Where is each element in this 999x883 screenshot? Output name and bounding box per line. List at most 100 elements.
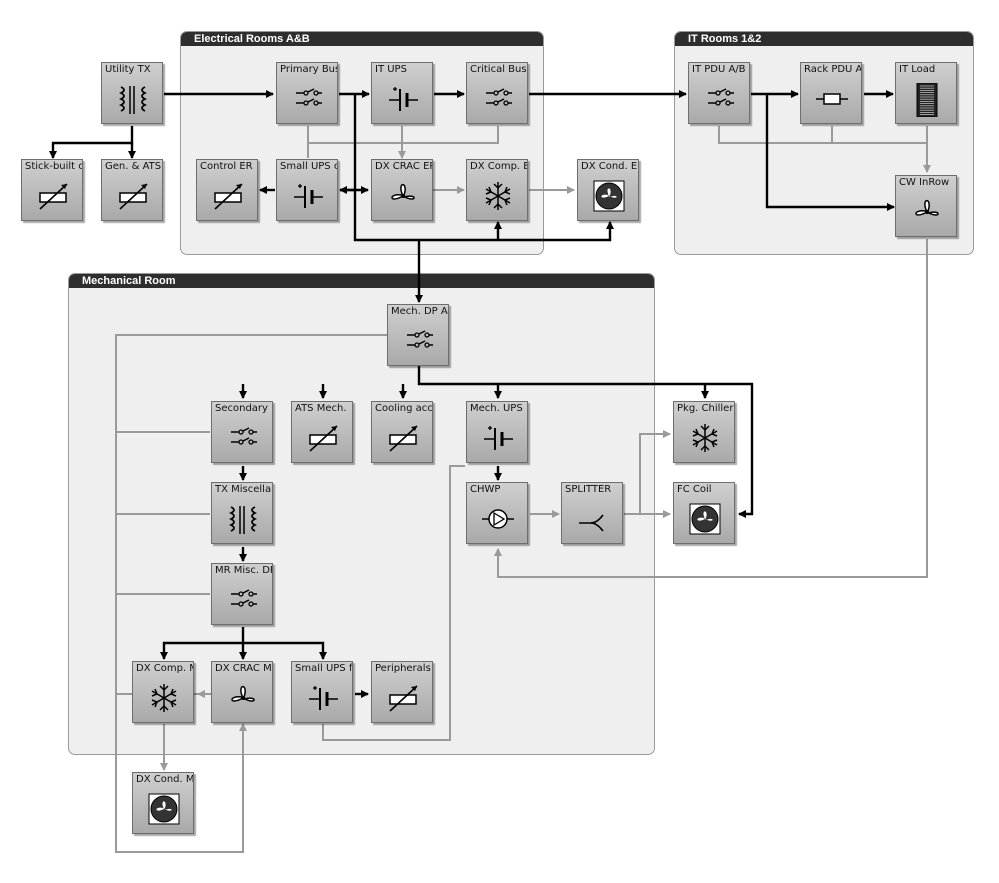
node-label: IT UPS <box>375 64 407 75</box>
cooling-line <box>718 126 832 144</box>
variable-resistor-icon <box>214 183 243 210</box>
variable-resistor-icon <box>389 685 418 712</box>
node-label: TX Miscellane <box>215 484 272 495</box>
variable-resistor-icon <box>309 425 338 452</box>
node-label: Mech. DP A&B <box>391 306 448 317</box>
node-cw-inrow[interactable]: CW InRow <box>895 175 957 237</box>
node-label: Mech. UPS <box>470 403 523 414</box>
node-label: DX Comp. MR <box>136 663 193 674</box>
transformer-icon <box>228 506 258 534</box>
fan-icon <box>231 685 255 702</box>
power-line <box>49 126 134 159</box>
battery-icon <box>389 87 418 111</box>
node-stick-built[interactable]: Stick-built cos <box>21 159 83 221</box>
node-secondary-dp[interactable]: Secondary DP <box>211 401 273 463</box>
node-primary-bus[interactable]: Primary Bus <box>276 62 338 124</box>
node-label: Critical Bus <box>470 64 527 75</box>
node-dx-crac-er[interactable]: DX CRAC ER <box>371 159 433 221</box>
switch-icon <box>486 88 512 106</box>
node-label: DX Cond. ER <box>581 161 638 172</box>
fan-icon <box>391 183 415 200</box>
node-dx-cond-er[interactable]: DX Cond. ER <box>577 159 639 221</box>
room-title: Mechanical Room <box>69 274 654 288</box>
node-label: IT PDU A/B <box>692 64 746 75</box>
node-label: Peripherals DP <box>375 663 432 674</box>
node-label: Gen. & ATS <box>105 161 162 172</box>
node-label: Small UPS con <box>280 161 337 172</box>
snowflake-icon <box>692 424 718 452</box>
resistor-icon <box>816 93 848 105</box>
node-label: CW InRow <box>899 177 950 188</box>
node-ats-mech[interactable]: ATS Mech. <box>291 401 353 463</box>
node-dx-cond-mr[interactable]: DX Cond. MR <box>132 772 194 834</box>
node-label: Control ER <box>200 161 253 172</box>
node-peripherals-dp[interactable]: Peripherals DP <box>371 661 433 723</box>
switch-icon <box>231 589 257 607</box>
node-mech-ups[interactable]: Mech. UPS <box>466 401 528 463</box>
node-label: ATS Mech. <box>295 403 347 414</box>
node-label: DX CRAC MR <box>215 663 272 674</box>
snowflake-icon <box>151 684 177 712</box>
node-gen-ats[interactable]: Gen. & ATS <box>101 159 163 221</box>
pump-icon <box>482 509 514 529</box>
condenser-fan-icon <box>148 793 180 825</box>
battery-icon <box>484 426 513 450</box>
node-label: DX Comp. ER <box>470 161 527 172</box>
room-title: IT Rooms 1&2 <box>675 32 973 46</box>
node-label: Primary Bus <box>280 64 337 75</box>
power-line <box>765 94 895 211</box>
splitter-icon <box>579 514 604 532</box>
node-small-ups-con[interactable]: Small UPS con <box>276 159 338 221</box>
node-small-ups-for[interactable]: Small UPS for <box>291 661 353 723</box>
node-it-load[interactable]: IT Load <box>895 62 957 124</box>
node-label: Rack PDU A/B <box>804 64 861 75</box>
node-label: Small UPS for <box>295 663 352 674</box>
node-tx-misc[interactable]: TX Miscellane <box>211 482 273 544</box>
server-rack-icon <box>916 83 938 117</box>
room-title: Electrical Rooms A&B <box>181 32 543 46</box>
node-utility-tx[interactable]: Utility TX <box>101 62 163 124</box>
fan-icon <box>915 199 939 216</box>
node-chwp[interactable]: CHWP <box>466 482 528 544</box>
node-splitter[interactable]: SPLITTER <box>561 482 623 544</box>
node-label: Secondary DP <box>215 403 272 414</box>
node-dx-comp-mr[interactable]: DX Comp. MR <box>132 661 194 723</box>
transformer-icon <box>118 86 148 114</box>
node-label: IT Load <box>899 64 936 75</box>
condenser-fan-icon <box>593 180 625 212</box>
switch-icon <box>708 88 734 106</box>
node-label: Pkg. Chiller <box>677 403 734 414</box>
node-pkg-chiller[interactable]: Pkg. Chiller <box>673 401 735 463</box>
node-label: FC Coil <box>677 484 712 495</box>
battery-icon <box>309 686 338 710</box>
node-cooling-acces[interactable]: Cooling acces <box>371 401 433 463</box>
cooling-line <box>322 465 465 741</box>
node-mech-dp[interactable]: Mech. DP A&B <box>387 304 449 366</box>
node-mr-misc-dp[interactable]: MR Misc. DP <box>211 563 273 625</box>
node-dx-crac-mr[interactable]: DX CRAC MR <box>211 661 273 723</box>
power-line <box>160 627 245 660</box>
node-critical-bus[interactable]: Critical Bus <box>466 62 528 124</box>
switch-icon <box>296 88 322 106</box>
node-label: CHWP <box>470 484 501 495</box>
node-it-ups[interactable]: IT UPS <box>371 62 433 124</box>
node-label: DX Cond. MR <box>136 774 193 785</box>
node-it-pdu[interactable]: IT PDU A/B <box>688 62 750 124</box>
node-label: Utility TX <box>105 64 151 75</box>
snowflake-icon <box>485 182 511 210</box>
node-fc-coil[interactable]: FC Coil <box>673 482 735 544</box>
power-line <box>243 641 327 660</box>
variable-resistor-icon <box>119 183 148 210</box>
node-label: Stick-built cos <box>25 161 82 172</box>
switch-icon <box>231 427 257 445</box>
node-label: Cooling acces <box>375 403 432 414</box>
node-control-er[interactable]: Control ER <box>196 159 258 221</box>
variable-resistor-icon <box>389 425 418 452</box>
cooling-line <box>639 430 671 514</box>
variable-resistor-icon <box>39 183 68 210</box>
node-dx-comp-er[interactable]: DX Comp. ER <box>466 159 528 221</box>
node-label: SPLITTER <box>565 484 612 495</box>
node-rack-pdu[interactable]: Rack PDU A/B <box>800 62 862 124</box>
cooling-line <box>115 334 387 853</box>
